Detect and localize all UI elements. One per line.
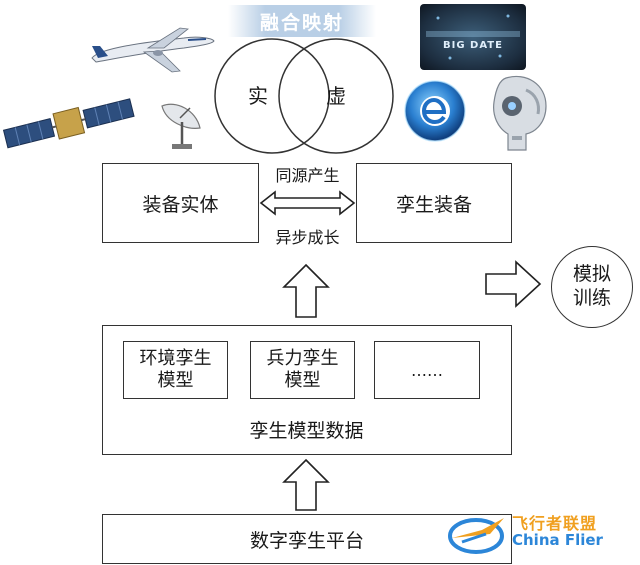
title-banner <box>228 5 376 37</box>
big-data-badge: BIG DATE <box>420 4 526 70</box>
training-label-line2: 训练 <box>572 287 611 309</box>
internet-globe-icon <box>404 80 466 142</box>
venn-diagram <box>214 38 394 154</box>
venn-label-virtual: 虚 <box>326 84 346 108</box>
link-bottom-label: 异步成长 <box>275 228 340 247</box>
env-model-box: 环境孪生 模型 <box>123 341 228 399</box>
radar-dish-icon <box>161 103 201 149</box>
entity-box: 装备实体 <box>102 163 259 243</box>
watermark-text-en: China Flier <box>512 531 603 549</box>
up-arrow-upper <box>282 263 330 318</box>
more-models-ellipsis: …… <box>411 360 443 380</box>
env-model-line1: 环境孪生 <box>139 347 212 369</box>
link-top-label: 同源产生 <box>275 166 340 185</box>
training-circle: 模拟 训练 <box>551 246 633 328</box>
watermark-logo-icon <box>448 518 504 554</box>
venn-circle-real <box>214 38 330 154</box>
entity-label: 装备实体 <box>142 193 219 216</box>
model-data-box: 环境孪生 模型 兵力孪生 模型 …… 孪生模型数据 <box>102 325 512 455</box>
env-model-line2: 模型 <box>157 370 194 391</box>
satellite-icon <box>2 98 135 149</box>
airplane-icon <box>91 27 215 73</box>
model-data-title: 孪生模型数据 <box>249 420 364 442</box>
more-models-box: …… <box>374 341 480 399</box>
up-arrow-lower <box>282 458 330 511</box>
twin-box: 孪生装备 <box>356 163 512 243</box>
training-label-line1: 模拟 <box>572 263 611 286</box>
robot-head-icon <box>493 75 547 151</box>
platform-box: 数字孪生平台 <box>102 514 512 564</box>
twin-label: 孪生装备 <box>395 193 472 216</box>
big-data-text: BIG DATE <box>443 40 503 51</box>
watermark-text-cn: 飞行者联盟 <box>512 514 598 533</box>
venn-label-real: 实 <box>248 84 268 108</box>
double-arrow <box>259 190 356 216</box>
venn-circle-virtual <box>278 38 394 154</box>
title-text: 融合映射 <box>259 11 344 34</box>
force-model-line2: 模型 <box>284 370 321 391</box>
force-model-box: 兵力孪生 模型 <box>250 341 355 399</box>
right-arrow-training <box>485 260 542 308</box>
platform-label: 数字孪生平台 <box>249 529 364 552</box>
force-model-line1: 兵力孪生 <box>266 347 339 369</box>
